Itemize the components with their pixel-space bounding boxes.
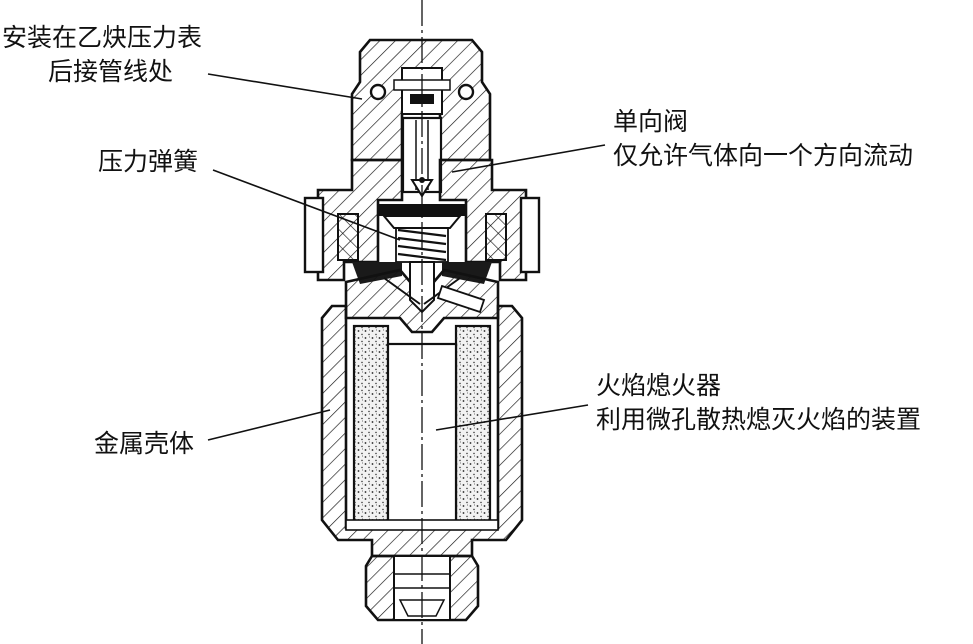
leader-spring: [212, 169, 401, 241]
label-arrestor-line2: 利用微孔散热熄灭火焰的装置: [596, 405, 921, 434]
flame-arrestor-element: [345, 324, 499, 531]
label-housing: 金属壳体: [94, 429, 194, 458]
hex-nut: [303, 158, 541, 282]
leader-check-valve: [451, 144, 606, 173]
label-mount-line1: 安装在乙炔压力表: [2, 23, 202, 52]
label-mount-line2: 后接管线处: [48, 57, 173, 86]
leader-arrestor: [435, 404, 589, 431]
leader-housing: [207, 409, 331, 441]
label-arrestor-line1: 火焰熄火器: [596, 371, 721, 400]
label-check-valve-line1: 单向阀: [613, 107, 688, 136]
label-spring: 压力弹簧: [98, 147, 198, 176]
leader-mount: [207, 73, 363, 100]
label-check-valve-line2: 仅允许气体向一个方向流动: [613, 141, 913, 170]
o-ring-right: [457, 83, 475, 101]
pressure-spring: [378, 204, 466, 263]
o-ring-left: [369, 83, 387, 101]
